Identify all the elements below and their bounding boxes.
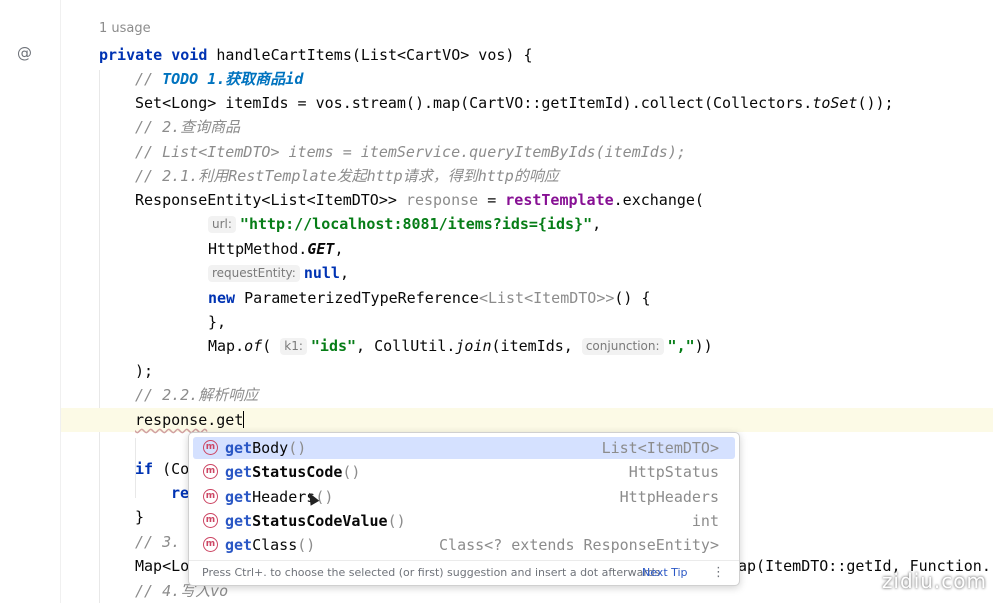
code-line-tail[interactable]: ap(ItemDTO::getId, Function.: [738, 557, 991, 575]
watermark: zidiu.com: [881, 569, 987, 593]
override-marker-icon[interactable]: @: [17, 44, 32, 62]
code-line[interactable]: },: [208, 313, 227, 331]
code-comment[interactable]: // 2.1.利用RestTemplate发起http请求，得到http的响应: [135, 167, 559, 185]
method-icon: m: [203, 464, 218, 479]
code-line[interactable]: Set<Long> itemIds = vos.stream().map(Car…: [135, 94, 894, 112]
text-cursor: [243, 411, 245, 428]
usage-hint[interactable]: 1 usage: [99, 21, 151, 36]
indent-guide: [135, 438, 136, 498]
completion-item[interactable]: m getHeaders() HttpHeaders: [193, 486, 735, 508]
code-comment[interactable]: // 2.查询商品: [135, 118, 241, 136]
return-type: HttpHeaders: [619, 488, 719, 506]
completion-item[interactable]: m getBody() List<ItemDTO>: [193, 437, 735, 459]
code-line[interactable]: url:"http://localhost:8081/items?ids={id…: [208, 213, 601, 235]
code-comment[interactable]: // 4.写入vo: [135, 582, 229, 600]
code-line[interactable]: Map.of( k1:"ids", CollUtil.join(itemIds,…: [208, 337, 713, 355]
completion-tip: Press Ctrl+. to choose the selected (or …: [202, 566, 661, 579]
return-type: HttpStatus: [628, 463, 719, 481]
code-line[interactable]: HttpMethod.GET,: [208, 240, 344, 258]
code-comment[interactable]: // 2.2.解析响应: [135, 386, 259, 404]
code-line[interactable]: re: [171, 484, 190, 502]
return-type: List<ItemDTO>: [601, 439, 719, 457]
code-line[interactable]: );: [135, 362, 154, 380]
param-hint: k1:: [280, 338, 307, 355]
code-line[interactable]: Map<Lo: [135, 557, 190, 575]
method-icon: m: [203, 537, 218, 552]
completion-item[interactable]: m getStatusCodeValue() int: [193, 510, 735, 532]
param-hint: conjunction:: [581, 338, 664, 355]
completion-item[interactable]: m getClass() Class<? extends ResponseEnt…: [193, 534, 735, 556]
completion-footer: Press Ctrl+. to choose the selected (or …: [189, 560, 739, 585]
indent-guide: [99, 70, 100, 603]
return-type: Class<? extends ResponseEntity>: [439, 536, 719, 554]
code-line[interactable]: }: [135, 508, 145, 526]
more-options-icon[interactable]: ⋮: [712, 565, 725, 580]
code-line-current[interactable]: response.get: [135, 411, 245, 429]
code-line[interactable]: // TODO 1.获取商品id: [135, 70, 304, 88]
code-comment[interactable]: // 3.: [135, 533, 181, 551]
method-icon: m: [203, 440, 218, 455]
param-hint: url:: [208, 216, 236, 233]
code-line[interactable]: ResponseEntity<List<ItemDTO>> response =…: [135, 191, 704, 209]
code-line[interactable]: new ParameterizedTypeReference<List<Item…: [208, 289, 651, 307]
code-line[interactable]: if (Co: [135, 460, 190, 478]
method-icon: m: [203, 513, 218, 528]
completion-item[interactable]: m getStatusCode() HttpStatus: [193, 461, 735, 483]
return-type: int: [691, 512, 719, 530]
code-comment[interactable]: // List<ItemDTO> items = itemService.que…: [135, 143, 686, 161]
method-icon: m: [203, 489, 218, 504]
param-hint: requestEntity:: [208, 265, 300, 282]
code-line[interactable]: requestEntity:null,: [208, 262, 349, 284]
code-line[interactable]: private void handleCartItems(List<CartVO…: [99, 46, 533, 64]
current-line-highlight: [61, 408, 993, 432]
editor-gutter: [0, 0, 61, 603]
code-completion-popup[interactable]: m getBody() List<ItemDTO> m getStatusCod…: [188, 432, 740, 586]
next-tip-link[interactable]: Next Tip: [642, 566, 688, 579]
